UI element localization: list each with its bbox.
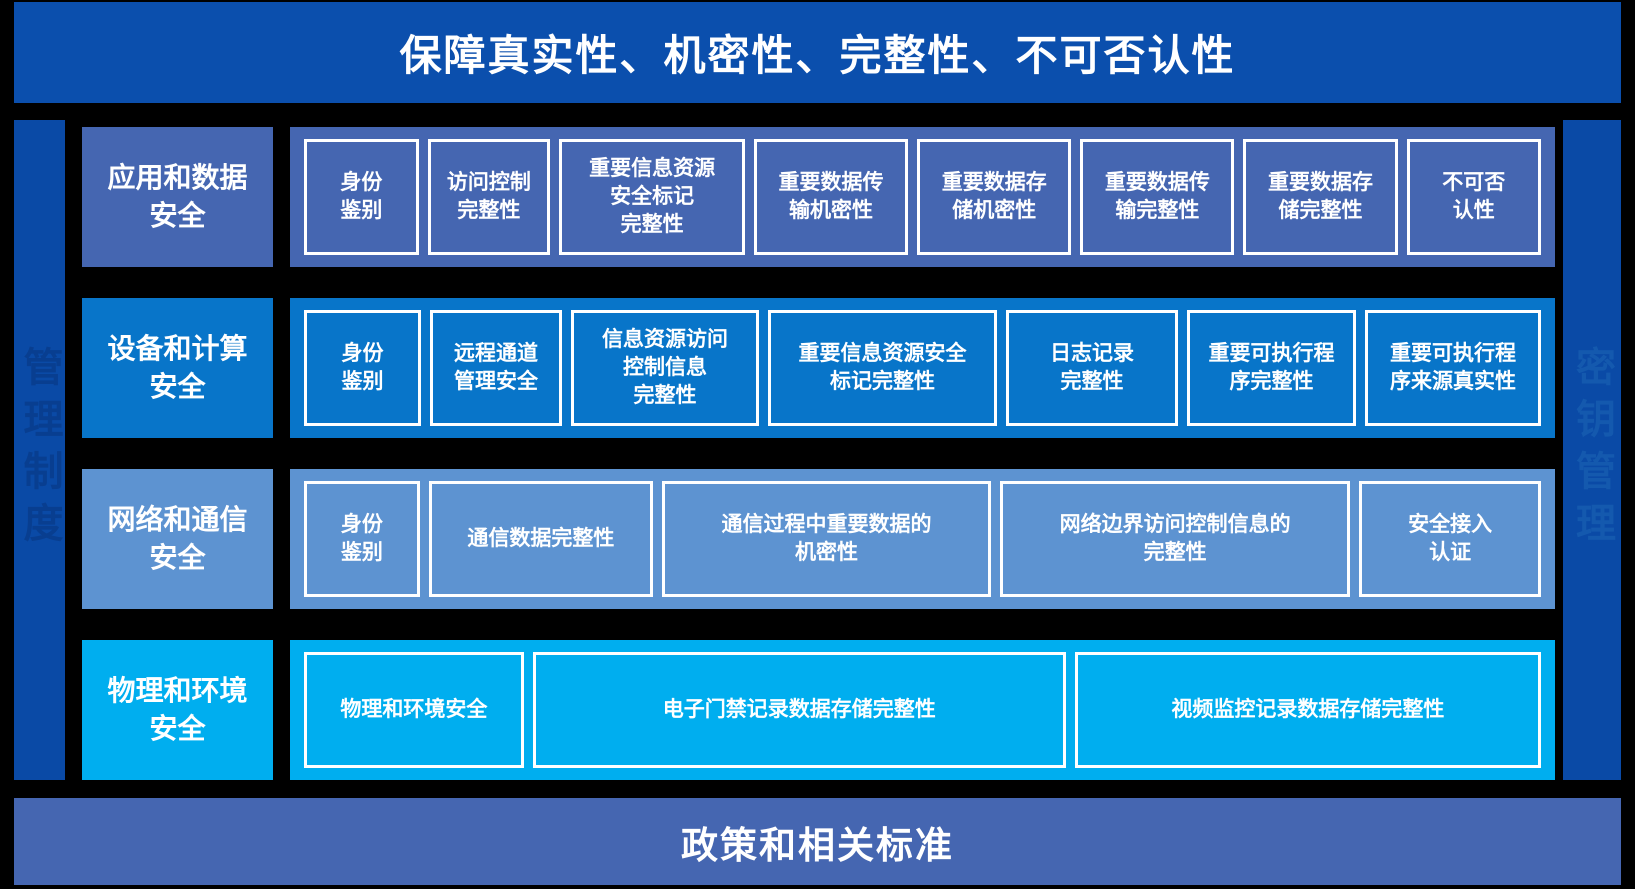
item-box: 重要数据存 储机密性 — [917, 139, 1072, 255]
item-box: 重要可执行程 序来源真实性 — [1365, 310, 1541, 426]
right-strip-label: 密钥管理 — [1570, 346, 1614, 554]
top-banner-title: 保障真实性、机密性、完整性、不可否认性 — [399, 32, 1236, 79]
row-physical-environment-security: 物理和环境 安全物理和环境安全电子门禁记录数据存储完整性视频监控记录数据存储完整… — [0, 640, 1635, 780]
bottom-banner-title: 政策和相关标准 — [681, 824, 954, 866]
right-strip-key-management: 密钥管理 — [1563, 120, 1621, 780]
row-application-data-security: 应用和数据 安全身份 鉴别访问控制 完整性重要信息资源 安全标记 完整性重要数据… — [0, 127, 1635, 267]
item-box: 身份 鉴别 — [304, 310, 421, 426]
row-items-application-data-security: 身份 鉴别访问控制 完整性重要信息资源 安全标记 完整性重要数据传 输机密性重要… — [290, 127, 1555, 267]
item-box: 重要数据传 输机密性 — [753, 139, 909, 255]
item-box: 重要信息资源安全 标记完整性 — [768, 310, 997, 426]
item-box: 物理和环境安全 — [304, 652, 524, 768]
item-box: 访问控制 完整性 — [427, 139, 551, 255]
row-items-device-computing-security: 身份 鉴别远程通道 管理安全信息资源访问 控制信息 完整性重要信息资源安全 标记… — [290, 298, 1555, 438]
row-label-physical-environment-security: 物理和环境 安全 — [82, 640, 273, 780]
item-box: 通信数据完整性 — [428, 481, 654, 597]
row-label-network-communication-security: 网络和通信 安全 — [82, 469, 273, 609]
item-box: 安全接入 认证 — [1359, 481, 1542, 597]
item-box: 网络边界访问控制信息的 完整性 — [1000, 481, 1351, 597]
row-device-computing-security: 设备和计算 安全身份 鉴别远程通道 管理安全信息资源访问 控制信息 完整性重要信… — [0, 298, 1635, 438]
row-label-device-computing-security: 设备和计算 安全 — [82, 298, 273, 438]
left-strip-label: 管理制度 — [17, 346, 62, 554]
item-box: 重要信息资源 安全标记 完整性 — [559, 139, 745, 255]
item-box: 信息资源访问 控制信息 完整性 — [571, 310, 759, 426]
item-box: 重要可执行程 序完整性 — [1187, 310, 1356, 426]
item-box: 通信过程中重要数据的 机密性 — [662, 481, 992, 597]
item-box: 日志记录 完整性 — [1006, 310, 1178, 426]
item-box: 重要数据传 输完整性 — [1080, 139, 1235, 255]
item-box: 身份 鉴别 — [304, 139, 419, 255]
item-box: 电子门禁记录数据存储完整性 — [532, 652, 1066, 768]
item-box: 远程通道 管理安全 — [430, 310, 562, 426]
bottom-banner: 政策和相关标准 — [14, 798, 1621, 885]
row-items-network-communication-security: 身份 鉴别通信数据完整性通信过程中重要数据的 机密性网络边界访问控制信息的 完整… — [290, 469, 1555, 609]
item-box: 不可否 认性 — [1406, 139, 1541, 255]
left-strip-management-system: 管理制度 — [14, 120, 65, 780]
row-network-communication-security: 网络和通信 安全身份 鉴别通信数据完整性通信过程中重要数据的 机密性网络边界访问… — [0, 469, 1635, 609]
item-box: 重要数据存 储完整性 — [1243, 139, 1398, 255]
item-box: 身份 鉴别 — [304, 481, 420, 597]
row-label-application-data-security: 应用和数据 安全 — [82, 127, 273, 267]
row-items-physical-environment-security: 物理和环境安全电子门禁记录数据存储完整性视频监控记录数据存储完整性 — [290, 640, 1555, 780]
top-banner: 保障真实性、机密性、完整性、不可否认性 — [14, 2, 1621, 103]
item-box: 视频监控记录数据存储完整性 — [1074, 652, 1541, 768]
